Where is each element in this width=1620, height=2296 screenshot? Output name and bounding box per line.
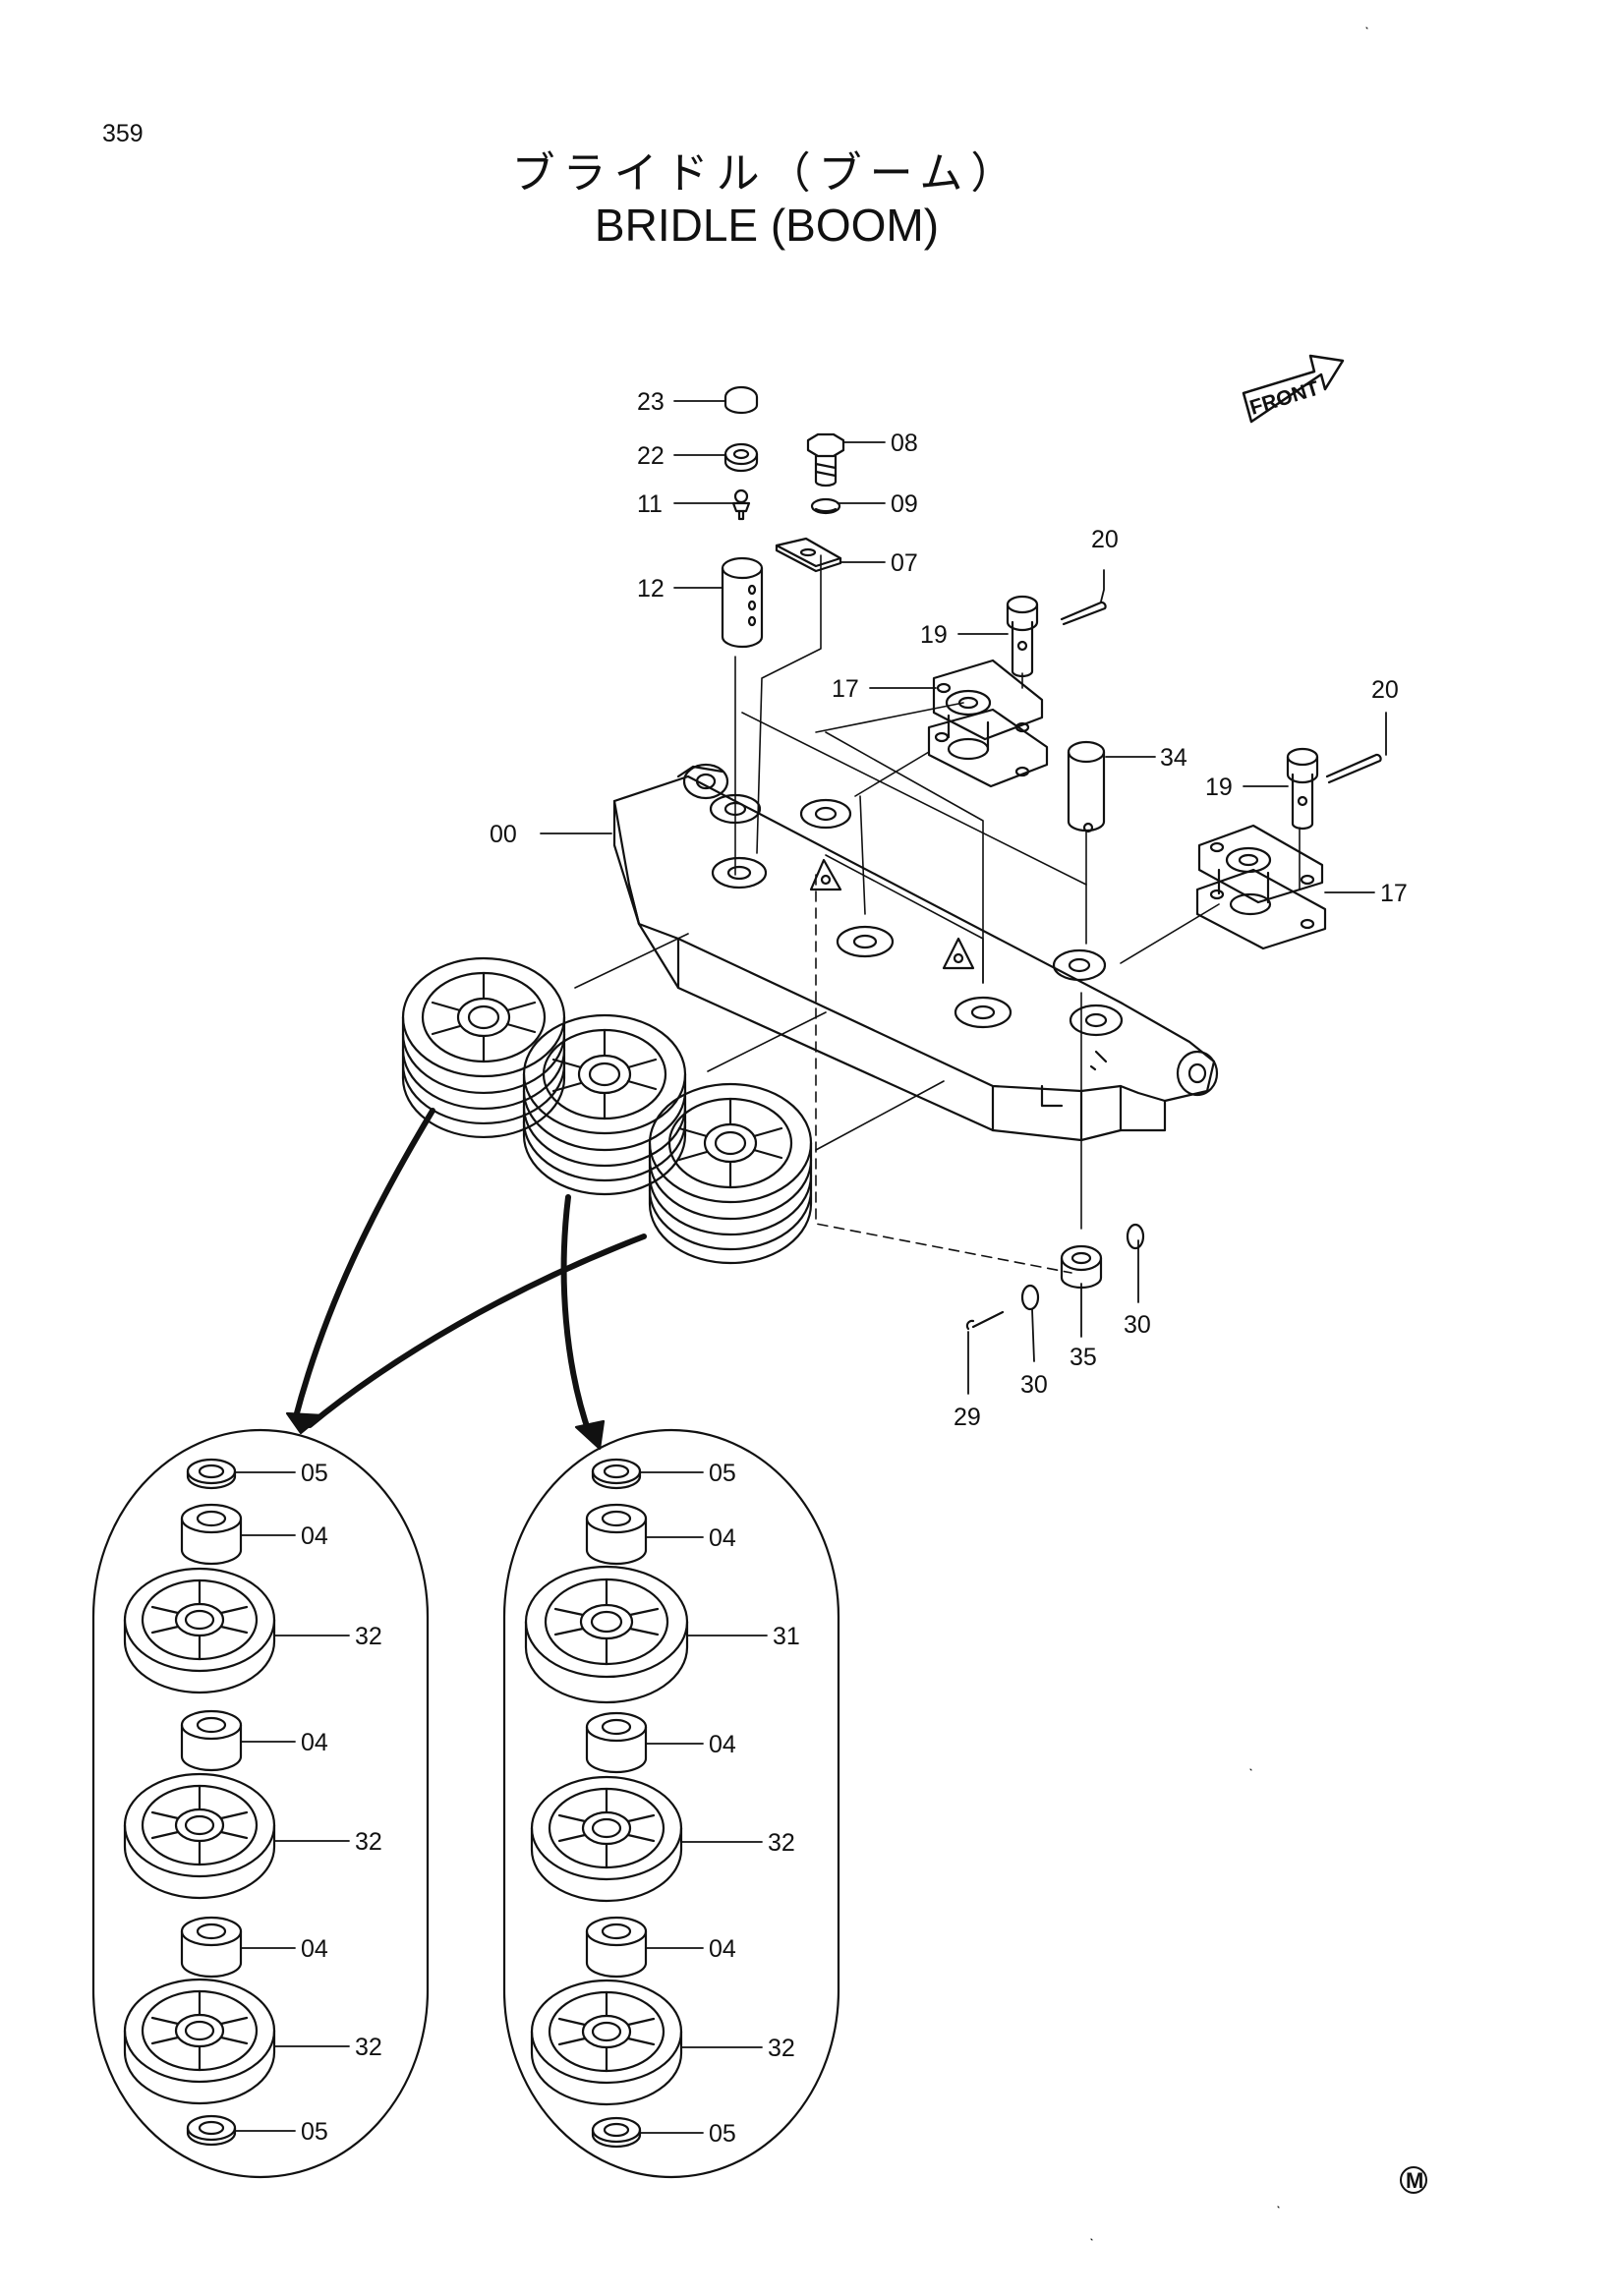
- pin-34: [1067, 740, 1106, 833]
- detail-left-32-2: 32: [355, 1828, 382, 1856]
- detail-left-components: [123, 1458, 276, 2147]
- detail-right-32-1: 32: [768, 1829, 795, 1857]
- detail-right-32-2: 32: [768, 2035, 795, 2062]
- bolt-assembly: [775, 432, 845, 573]
- callout-34: 34: [1160, 744, 1187, 772]
- callout-30-right: 30: [1124, 1311, 1151, 1339]
- callout-07: 07: [891, 549, 918, 577]
- cotter-20-upper: [1060, 601, 1107, 626]
- front-arrow-icon: FRONT: [1242, 354, 1345, 424]
- callout-00: 00: [490, 821, 517, 848]
- pin-19-upper: [1006, 595, 1039, 678]
- assembly-guide-lines: [574, 554, 1301, 1274]
- page-number: 359: [102, 120, 144, 147]
- washer-30-a: [1126, 1223, 1145, 1250]
- callout-30-left: 30: [1020, 1371, 1048, 1399]
- mark-letter: M: [1406, 2168, 1423, 2193]
- washer-09: [810, 497, 841, 515]
- detail-right-31: 31: [773, 1623, 800, 1650]
- bridle-frame: [612, 763, 1219, 1142]
- callout-23: 23: [637, 388, 665, 416]
- detail-right-04-2: 04: [709, 1731, 736, 1758]
- callout-leaders: [234, 400, 1387, 2134]
- detail-right-04-1: 04: [709, 1524, 736, 1552]
- detail-left-04-3: 04: [301, 1935, 328, 1963]
- cap-23: [723, 385, 759, 415]
- print-specks: [1090, 27, 1368, 2241]
- detail-right-04-3: 04: [709, 1935, 736, 1963]
- detail-left-04-1: 04: [301, 1522, 328, 1550]
- washer-30-b: [1020, 1284, 1040, 1311]
- circled-m-mark: M: [1400, 2166, 1427, 2194]
- link-plate-17-lower: [1195, 824, 1327, 950]
- lower-bushing-35: [1060, 1244, 1103, 1290]
- callout-17-upper: 17: [832, 675, 859, 703]
- detail-left-04-2: 04: [301, 1729, 328, 1756]
- pin-assembly: [721, 385, 764, 649]
- callout-29: 29: [954, 1404, 981, 1431]
- detail-panel-right: [502, 1428, 840, 2179]
- detail-right-05-top: 05: [709, 1460, 736, 1487]
- detail-panel-left: [91, 1428, 430, 2179]
- callout-22: 22: [637, 442, 665, 470]
- callout-35: 35: [1070, 1344, 1097, 1371]
- page-title-english: BRIDLE (BOOM): [594, 200, 940, 251]
- sheave-stack-1: [401, 956, 566, 1139]
- detail-left-05-top: 05: [301, 1460, 328, 1487]
- front-label: FRONT: [1247, 377, 1322, 420]
- sheave-stack-2: [522, 1013, 687, 1196]
- callout-12: 12: [637, 575, 665, 603]
- detail-arrowhead-left: [285, 1411, 324, 1435]
- callout-20-upper: 20: [1091, 526, 1119, 553]
- cotter-20-lower: [1325, 753, 1382, 784]
- callout-19-upper: 19: [920, 621, 948, 649]
- callout-20-lower: 20: [1371, 676, 1399, 704]
- detail-left-05-bottom: 05: [301, 2118, 328, 2146]
- plate-07: [775, 537, 842, 568]
- bolt-08: [806, 432, 845, 458]
- link-plate-17-upper: [927, 659, 1049, 788]
- callout-09: 09: [891, 490, 918, 518]
- sheave-stack-3: [648, 1082, 813, 1265]
- callout-19-lower: 19: [1205, 774, 1233, 801]
- callout-labels: 23 22 11 12 08 09 07 20 19 17 34 20 19 1…: [301, 388, 1408, 2148]
- detail-left-32-3: 32: [355, 2034, 382, 2061]
- detail-right-05-bottom: 05: [709, 2120, 736, 2148]
- callout-08: 08: [891, 430, 918, 457]
- pin-29: [965, 1310, 1005, 1331]
- detail-right-components: [524, 1458, 689, 2149]
- detail-leader-curves: [292, 1108, 647, 1438]
- detail-arrowhead-right: [574, 1419, 606, 1451]
- callout-11: 11: [637, 490, 663, 518]
- page-title-japanese: ブライドル（ブーム）: [511, 148, 1022, 199]
- callout-17-lower: 17: [1380, 880, 1408, 907]
- frame-boss: [709, 793, 1124, 1037]
- detail-left-32-1: 32: [355, 1623, 382, 1650]
- pin-19-lower: [1286, 747, 1319, 831]
